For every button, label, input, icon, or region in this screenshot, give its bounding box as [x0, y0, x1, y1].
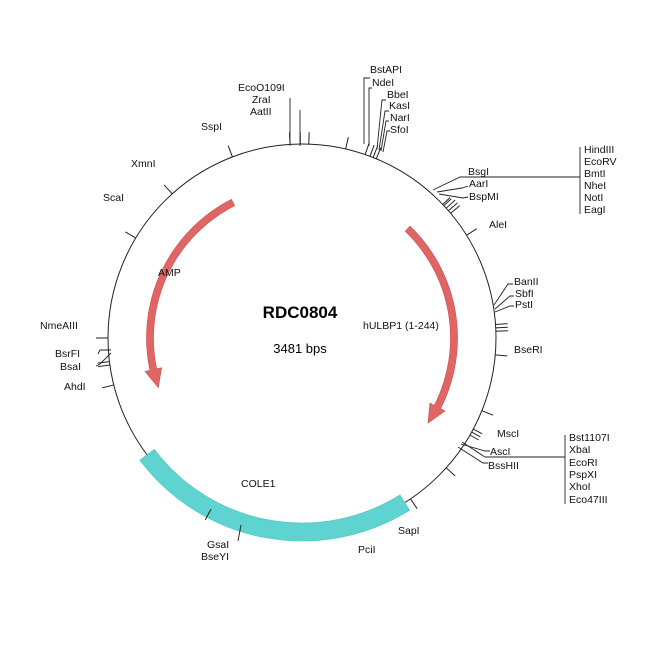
- site-tick: [369, 144, 375, 157]
- site-label-pspxi[interactable]: PspXI: [569, 469, 597, 481]
- site-label-psti[interactable]: PstI: [515, 299, 533, 311]
- site-label-ecoo109i[interactable]: EcoO109I: [238, 82, 285, 94]
- site-tick: [495, 326, 508, 329]
- site-label-pcii[interactable]: PciI: [358, 544, 376, 556]
- site-label-noti[interactable]: NotI: [584, 192, 603, 204]
- site-tick: [445, 467, 456, 477]
- site-label-ecori[interactable]: EcoRI: [569, 457, 598, 469]
- site-ticks: [96, 132, 508, 521]
- site-label-xhoi[interactable]: XhoI: [569, 481, 591, 493]
- site-tick: [97, 361, 110, 364]
- site-labels: BstAPI NdeI BbeI KasI NarI SfoI EcoO109I…: [40, 64, 617, 563]
- feature-cole1-band[interactable]: [139, 448, 411, 542]
- site-label-hindiii[interactable]: HindIII: [584, 144, 614, 156]
- site-label-scai[interactable]: ScaI: [103, 192, 124, 204]
- leader-lines: [95, 77, 581, 542]
- site-tick: [410, 498, 418, 510]
- feature-amp-arrow[interactable]: [144, 198, 236, 389]
- site-tick: [495, 354, 508, 357]
- site-label-asci[interactable]: AscI: [490, 446, 510, 458]
- site-label-nhei[interactable]: NheI: [584, 180, 606, 192]
- site-tick: [101, 384, 114, 389]
- site-tick: [450, 205, 461, 214]
- feature-label-amp: AMP: [158, 267, 181, 279]
- site-label-bspmi[interactable]: BspMI: [469, 191, 499, 203]
- site-label-ecorv[interactable]: EcoRV: [584, 156, 617, 168]
- site-label-bsai[interactable]: BsaI: [60, 361, 81, 373]
- site-label-xmni[interactable]: XmnI: [131, 158, 156, 170]
- site-tick: [473, 428, 483, 435]
- site-label-bseri[interactable]: BseRI: [514, 344, 543, 356]
- site-tick: [443, 198, 452, 207]
- site-label-bstapi[interactable]: BstAPI: [370, 64, 402, 76]
- site-label-eagi[interactable]: EagI: [584, 204, 606, 216]
- site-tick: [163, 184, 173, 195]
- site-label-sspi[interactable]: SspI: [201, 121, 222, 133]
- site-tick: [204, 509, 212, 521]
- site-label-aatii[interactable]: AatII: [250, 106, 272, 118]
- site-tick: [125, 231, 136, 239]
- site-label-zrai[interactable]: ZraI: [252, 94, 271, 106]
- site-tick: [345, 137, 349, 150]
- site-label-bsshii[interactable]: BssHII: [488, 460, 519, 472]
- site-label-sapi[interactable]: SapI: [398, 525, 420, 537]
- site-tick: [495, 323, 508, 325]
- site-tick: [375, 147, 382, 159]
- site-tick: [469, 434, 479, 441]
- feature-hulbp1-arrow[interactable]: [404, 225, 458, 424]
- feature-label-hulbp1: hULBP1 (1-244): [363, 320, 439, 332]
- site-tick: [227, 145, 233, 158]
- site-label-aari[interactable]: AarI: [469, 178, 488, 190]
- feature-label-cole1: COLE1: [241, 478, 276, 490]
- site-label-nmeaiii[interactable]: NmeAIII: [40, 320, 78, 332]
- site-label-nari[interactable]: NarI: [390, 112, 410, 124]
- site-tick: [445, 199, 456, 209]
- site-label-gsai[interactable]: GsaI: [207, 539, 229, 551]
- site-label-kasi[interactable]: KasI: [389, 100, 410, 112]
- site-label-bsgi[interactable]: BsgI: [468, 166, 489, 178]
- site-tick: [471, 431, 481, 438]
- site-label-bbei[interactable]: BbeI: [387, 89, 409, 101]
- site-tick: [466, 228, 477, 236]
- site-label-alei[interactable]: AleI: [489, 219, 507, 231]
- site-tick: [481, 410, 494, 416]
- site-label-ndei[interactable]: NdeI: [372, 77, 394, 89]
- site-tick: [442, 197, 451, 205]
- site-tick: [364, 143, 370, 155]
- plasmid-name: RDC0804: [263, 303, 338, 322]
- plasmid-size: 3481 bps: [273, 341, 327, 356]
- site-label-bsrfi[interactable]: BsrFI: [55, 348, 80, 360]
- site-label-ahdi[interactable]: AhdI: [64, 381, 86, 393]
- site-label-sfoi[interactable]: SfoI: [390, 124, 409, 136]
- site-tick: [97, 364, 110, 368]
- site-tick: [448, 202, 458, 212]
- site-label-msci[interactable]: MscI: [497, 428, 519, 440]
- site-label-banii[interactable]: BanII: [514, 276, 539, 288]
- site-label-xbai[interactable]: XbaI: [569, 444, 591, 456]
- site-label-sbfi[interactable]: SbfI: [515, 288, 534, 300]
- site-label-bst1107i[interactable]: Bst1107I: [569, 432, 610, 444]
- site-label-bseyi[interactable]: BseYI: [201, 551, 229, 563]
- site-label-bmti[interactable]: BmtI: [584, 168, 606, 180]
- site-label-eco47iii[interactable]: Eco47III: [569, 494, 608, 506]
